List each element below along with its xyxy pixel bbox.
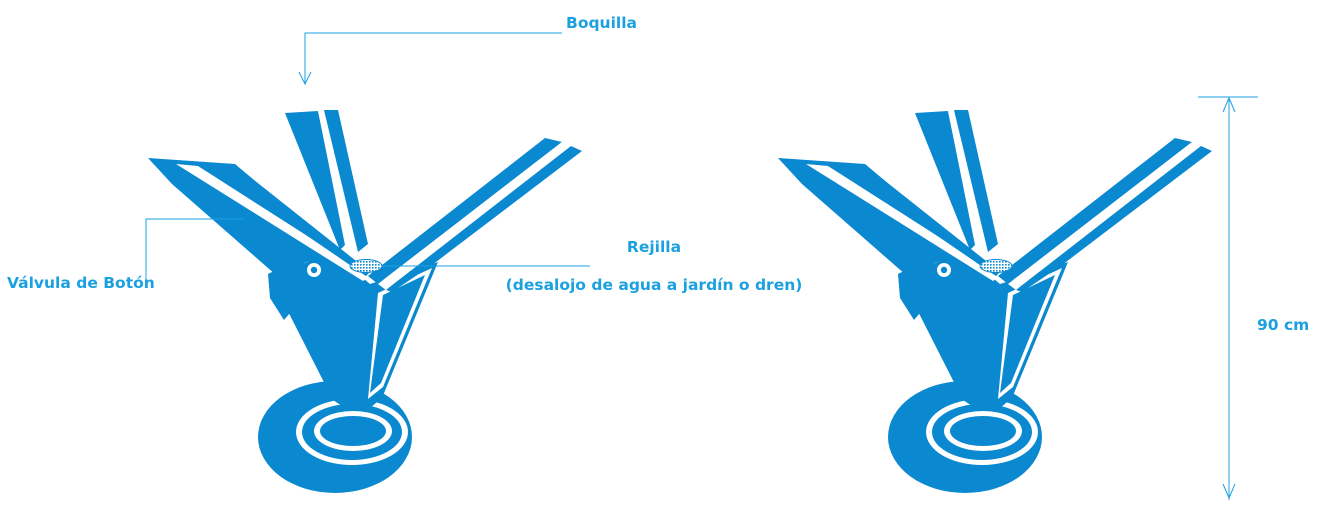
fountain-annotated	[147, 109, 583, 494]
fountain-dimensioned	[777, 109, 1213, 494]
grate-subtitle-label: (desalojo de agua a jardín o dren)	[506, 276, 803, 294]
push-valve-label: Válvula de Botón	[7, 274, 155, 292]
height-label: 90 cm	[1257, 316, 1309, 334]
valve-leader-line	[145, 218, 244, 283]
height-dimension-line	[1198, 96, 1258, 500]
grate-title-label: Rejilla	[627, 238, 681, 256]
nozzle-leader-line	[298, 32, 562, 86]
nozzle-label: Boquilla	[566, 14, 637, 32]
